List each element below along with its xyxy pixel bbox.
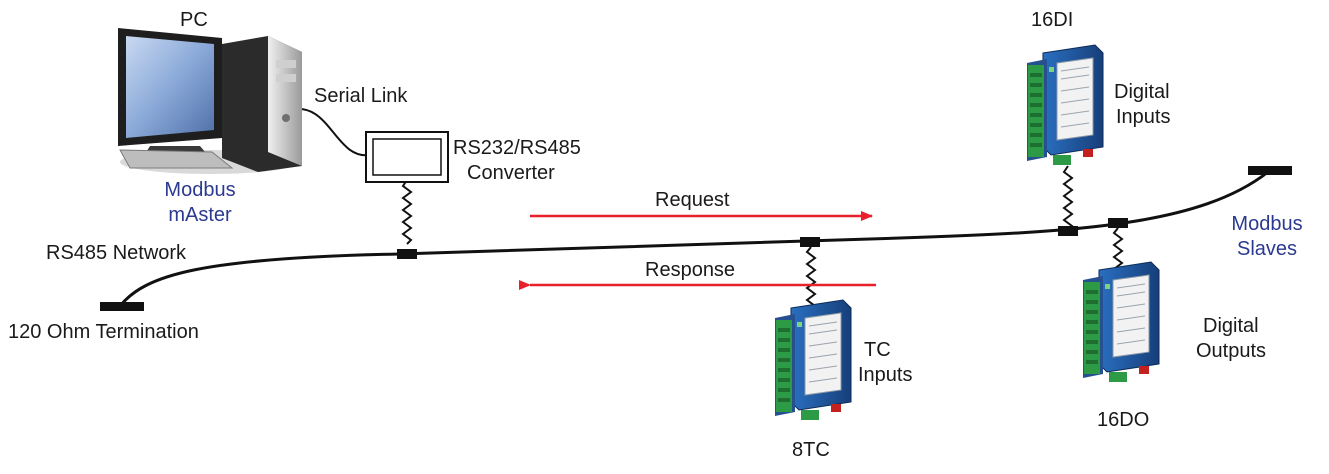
converter-tap	[397, 249, 417, 259]
converter-label-line1: RS232/RS485	[453, 137, 581, 159]
master-label-line2: mAster	[168, 204, 232, 226]
tc-drop-cable	[805, 246, 817, 311]
do-tap	[1108, 218, 1128, 228]
response-label: Response	[645, 259, 736, 281]
din-rail-module-icon-16do	[1082, 261, 1160, 383]
slaves-label-line1: Modbus	[1231, 213, 1303, 235]
tc-label-line2: Inputs	[858, 364, 913, 386]
din-rail-module-icon-8tc	[774, 299, 852, 421]
converter-label-line2: Converter	[467, 162, 555, 184]
right-termination-block	[1248, 166, 1292, 175]
do-model-label: 16DO	[1097, 409, 1150, 431]
desktop-computer-icon	[118, 28, 302, 174]
converter-drop-cable	[401, 179, 413, 245]
di-label-line2: Inputs	[1116, 106, 1171, 128]
serial-link-cable	[289, 107, 371, 157]
din-rail-module-icon-16di	[1026, 44, 1104, 166]
di-label-line1: Digital	[1114, 81, 1170, 103]
tc-label-line1: TC	[864, 339, 891, 361]
converter-box-icon	[365, 131, 449, 183]
slaves-label-line2: Slaves	[1236, 238, 1298, 260]
di-drop-cable	[1062, 165, 1074, 231]
left-termination-block	[100, 302, 144, 311]
tc-tap	[800, 237, 820, 247]
master-label-line1: Modbus	[164, 179, 236, 201]
termination-label: 120 Ohm Termination	[8, 321, 199, 343]
network-label: RS485 Network	[46, 242, 187, 264]
do-label-line2: Outputs	[1196, 340, 1267, 362]
di-model-label: 16DI	[1031, 9, 1074, 31]
serial-link-label: Serial Link	[314, 85, 408, 107]
tc-model-label: 8TC	[792, 439, 830, 461]
do-label-line1: Digital	[1203, 315, 1259, 337]
di-tap	[1058, 226, 1078, 236]
pc-label: PC	[180, 9, 208, 31]
request-label: Request	[655, 189, 730, 211]
